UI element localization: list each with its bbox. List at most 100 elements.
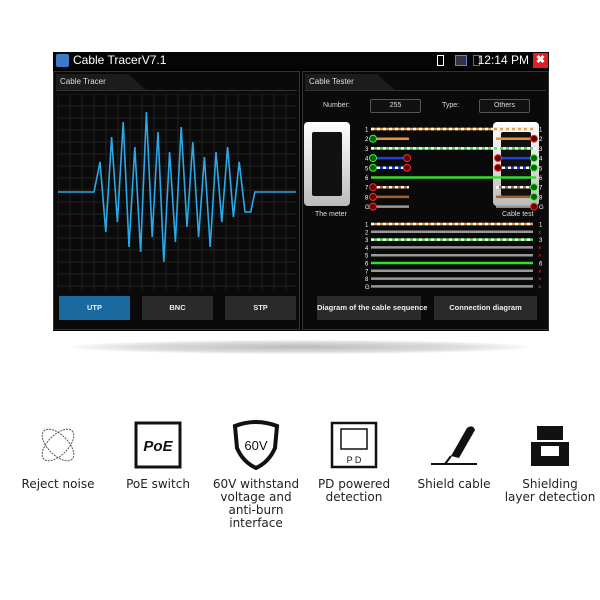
title-bar: Cable TracerV7.1 12:14 PM ✖	[53, 52, 549, 69]
stp-button[interactable]: STP	[225, 296, 296, 320]
pin-label: 8	[365, 277, 369, 283]
fail-mark: ×	[538, 285, 542, 291]
pin-label: G	[365, 205, 370, 211]
pin-label: 3	[539, 147, 543, 153]
pin-label: 8	[539, 195, 543, 201]
poe-icon: PoE	[134, 421, 182, 469]
check-icon	[369, 163, 377, 172]
check-icon	[530, 192, 538, 201]
fail-mark: ×	[538, 269, 542, 275]
meter-jack-icon	[304, 122, 350, 206]
pin-label: 6	[539, 262, 543, 268]
cable-test-label: Cable test	[502, 211, 534, 218]
bnc-button[interactable]: BNC	[142, 296, 213, 320]
pin-label: 7	[365, 186, 369, 192]
pin-label: 5	[365, 254, 369, 260]
pin-label: 7	[539, 186, 543, 192]
meter-label: The meter	[315, 211, 347, 218]
fail-mark: ×	[538, 277, 542, 283]
feature-label: Shield cable	[404, 478, 504, 491]
sd-card-icon	[437, 55, 444, 66]
check-icon	[530, 183, 538, 192]
pin-label: 5	[539, 166, 543, 172]
app-icon	[56, 54, 69, 67]
utp-button[interactable]: UTP	[59, 296, 130, 320]
app-title: Cable TracerV7.1	[73, 53, 167, 67]
fail-mark: ×	[538, 246, 542, 252]
pin-label: 2	[365, 230, 369, 236]
shielding-layer-icon	[531, 426, 569, 466]
pin-label: 4	[365, 157, 369, 163]
cable-sequence-button[interactable]: Diagram of the cable sequence	[317, 296, 427, 320]
waveform-graph	[58, 94, 296, 290]
waveform-line	[58, 111, 296, 263]
svg-text:PoE: PoE	[143, 438, 173, 455]
error-icon	[403, 163, 411, 172]
error-icon	[369, 202, 377, 211]
pin-label: 6	[539, 176, 543, 182]
type-field[interactable]: Others	[479, 99, 530, 113]
type-label: Type:	[442, 102, 460, 109]
feature-label-line: PD powered	[317, 477, 391, 491]
check-icon	[530, 163, 538, 172]
feature-label-line: anti-burn interface	[228, 503, 284, 530]
feature-label-line: detection	[325, 490, 383, 504]
svg-text:P D: P D	[347, 455, 362, 465]
pin-label: 1	[365, 223, 369, 229]
battery-icon	[473, 55, 480, 66]
tab-cable-tracer[interactable]: Cable Tracer	[56, 74, 146, 90]
pin-label: 4	[365, 246, 369, 252]
cable-tracer-panel: Cable Tracer UTP BNC STP	[53, 71, 300, 330]
feature-reject-noise: Reject noise	[8, 420, 108, 491]
feature-label-line: PoE switch	[126, 477, 190, 491]
check-icon	[369, 134, 377, 143]
pin-label: 2	[365, 137, 369, 143]
pin-label: 1	[539, 223, 543, 229]
feature-label-line: Reject noise	[21, 477, 95, 491]
check-icon	[369, 154, 377, 163]
pin-label: G	[365, 285, 370, 291]
reject-noise-icon	[41, 428, 75, 462]
feature-shield-cable: Shield cable	[404, 420, 504, 491]
error-icon	[530, 202, 538, 211]
connection-diagram-button[interactable]: Connection diagram	[434, 296, 537, 320]
tab-cable-tester[interactable]: Cable Tester	[305, 74, 395, 90]
feature-poe: PoE PoE switch	[108, 420, 208, 491]
error-icon	[494, 154, 502, 163]
error-icon	[494, 163, 502, 172]
fail-mark: ×	[538, 230, 542, 236]
feature-label-line: 60V withstand	[212, 477, 300, 491]
shield-cable-icon	[431, 426, 477, 465]
pin-label: 7	[365, 269, 369, 275]
feature-label-line: Shield cable	[417, 477, 491, 491]
pin-label: 4	[539, 157, 543, 163]
pin-label: 6	[365, 176, 369, 182]
feature-label-line: layer detection	[504, 490, 596, 504]
pin-label: 5	[365, 166, 369, 172]
pin-label: 3	[539, 238, 543, 244]
pin-label: 8	[365, 195, 369, 201]
cable-tester-panel: Cable Tester Number: 255 Type: Others Th…	[302, 71, 549, 330]
cable-test-jack-icon	[493, 122, 539, 206]
pin-label: G	[539, 205, 544, 211]
close-button[interactable]: ✖	[533, 53, 548, 68]
feature-label-line: voltage and	[220, 490, 292, 504]
number-field[interactable]: 255	[370, 99, 421, 113]
pin-label: 6	[365, 262, 369, 268]
pd-icon: P D	[330, 421, 378, 469]
error-icon	[530, 134, 538, 143]
shield-60v-icon: 60V	[232, 420, 280, 470]
check-icon	[530, 154, 538, 163]
pin-label: 1	[539, 128, 543, 134]
fail-mark: ×	[538, 254, 542, 260]
feature-label-line: Shielding	[522, 477, 578, 491]
network-icon	[455, 55, 467, 66]
pin-label: 3	[365, 147, 369, 153]
